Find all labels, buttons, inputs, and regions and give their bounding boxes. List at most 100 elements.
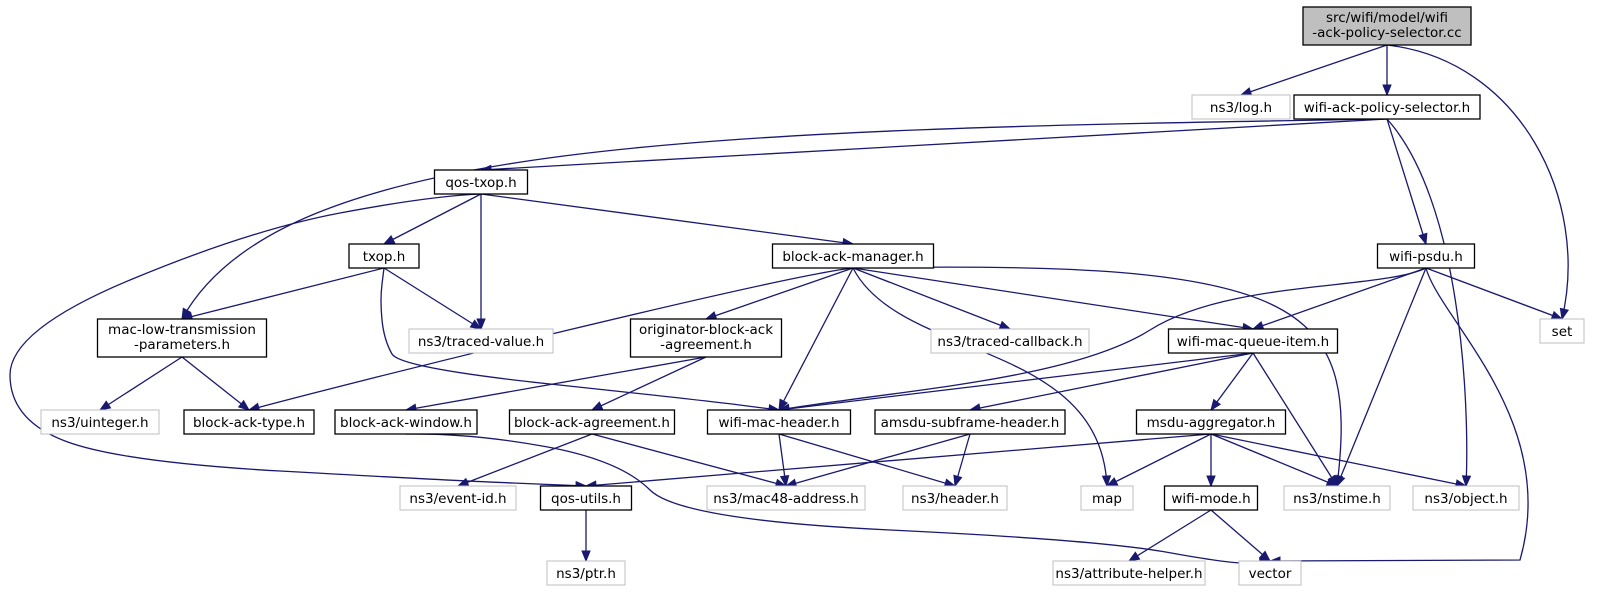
- node-qosutils[interactable]: qos-utils.h: [539, 485, 633, 511]
- node-baagr[interactable]: block-ack-agreement.h: [508, 409, 676, 435]
- node-label: wifi-mac-header.h: [718, 415, 839, 431]
- edge-qosutils-to-ptr: [581, 510, 591, 563]
- edge-line: [778, 267, 1427, 411]
- node-wmh[interactable]: wifi-mac-header.h: [706, 409, 852, 435]
- node-wmqi[interactable]: wifi-mac-queue-item.h: [1167, 328, 1339, 354]
- edge-root-to-log: [1239, 44, 1388, 97]
- node-label: ns3/log.h: [1210, 100, 1272, 116]
- node-box: [546, 560, 626, 586]
- node-txop[interactable]: txop.h: [348, 243, 420, 269]
- node-label: set: [1552, 324, 1573, 340]
- edge-line: [852, 267, 1011, 330]
- node-label: ns3/traced-callback.h: [937, 334, 1082, 350]
- node-batype[interactable]: block-ack-type.h: [183, 409, 315, 435]
- edge-wapsh-to-qostxop: [479, 118, 1388, 175]
- edge-obaa-to-baagr: [590, 356, 707, 411]
- node-psdu[interactable]: wifi-psdu.h: [1376, 243, 1476, 269]
- node-msdu[interactable]: msdu-aggregator.h: [1135, 409, 1287, 435]
- edge-line: [1210, 433, 1338, 487]
- edge-amsdu-to-mac48: [784, 433, 971, 488]
- arrow-head-icon: [382, 234, 396, 245]
- edge-psdu-to-wmqi: [1251, 267, 1427, 330]
- node-box: [629, 318, 783, 358]
- edge-line: [1128, 509, 1212, 562]
- arrow-head-icon: [1461, 475, 1472, 488]
- edge-amsdu-to-header: [953, 433, 971, 488]
- node-box: [706, 409, 852, 435]
- node-box: [1283, 485, 1391, 511]
- edge-line: [480, 118, 1388, 171]
- node-uint: ns3/uinteger.h: [40, 409, 160, 435]
- arrow-head-icon: [953, 474, 963, 488]
- edge-line: [785, 433, 971, 487]
- node-ptr: ns3/ptr.h: [546, 560, 626, 586]
- edge-qostxop-to-txop: [382, 193, 482, 245]
- node-map: map: [1080, 485, 1134, 511]
- edge-line: [591, 356, 707, 411]
- node-box: [1167, 328, 1339, 354]
- node-label: ns3/traced-value.h: [418, 334, 544, 350]
- edge-line: [99, 356, 183, 411]
- edges-layer: [9, 44, 1570, 567]
- node-bam[interactable]: block-ack-manager.h: [771, 243, 935, 269]
- edge-line: [969, 352, 1254, 411]
- node-box: [1238, 560, 1302, 586]
- node-bawin[interactable]: block-ack-window.h: [334, 409, 478, 435]
- node-amsdu[interactable]: amsdu-subframe-header.h: [874, 409, 1066, 435]
- edge-line: [1386, 118, 1427, 245]
- edge-wmode-to-attr: [1127, 509, 1212, 562]
- edge-line: [9, 193, 587, 487]
- edge-line: [852, 267, 1254, 330]
- edge-psdu-to-nstime: [1336, 267, 1427, 488]
- node-box: [771, 243, 935, 269]
- edge-wmqi-to-wmh: [777, 352, 1254, 414]
- node-box: [1080, 485, 1134, 511]
- edge-line: [778, 433, 956, 487]
- arrow-head-icon: [998, 320, 1012, 330]
- edge-line: [1240, 44, 1388, 96]
- node-box: [1052, 560, 1206, 586]
- arrow-head-icon: [590, 401, 604, 411]
- node-box: [874, 409, 1066, 435]
- node-box: [40, 409, 160, 435]
- node-root[interactable]: src/wifi/model/wifi-ack-policy-selector.…: [1302, 6, 1472, 46]
- node-label: block-ack-agreement.h: [514, 415, 670, 431]
- arrow-head-icon: [456, 477, 470, 487]
- node-box: [399, 485, 517, 511]
- edge-line: [1269, 267, 1529, 562]
- node-eventid: ns3/event-id.h: [399, 485, 517, 511]
- edge-line: [852, 267, 1108, 487]
- edge-root-to-wapsh: [1382, 45, 1392, 97]
- node-label: ns3/header.h: [911, 491, 999, 507]
- node-box: [96, 318, 268, 358]
- node-set: set: [1539, 318, 1585, 344]
- arrow-head-icon: [1382, 84, 1392, 97]
- arrow-head-icon: [476, 318, 486, 331]
- node-label: amsdu-subframe-header.h: [881, 415, 1060, 431]
- node-box: [1376, 243, 1476, 269]
- arrow-head-icon: [778, 398, 789, 412]
- node-box: [1163, 485, 1259, 511]
- edge-bam-to-obaa: [704, 267, 854, 321]
- edge-line: [778, 267, 854, 411]
- node-label: wifi-psdu.h: [1389, 249, 1463, 265]
- node-label: -parameters.h: [134, 337, 230, 353]
- edge-line: [383, 193, 482, 245]
- node-label: ns3/object.h: [1424, 491, 1507, 507]
- edge-line: [383, 267, 482, 330]
- edge-line: [457, 433, 593, 487]
- node-wapsh[interactable]: wifi-ack-policy-selector.h: [1293, 94, 1481, 120]
- node-wmode[interactable]: wifi-mode.h: [1163, 485, 1259, 511]
- node-label: map: [1092, 491, 1122, 507]
- node-obaa[interactable]: originator-block-ack-agreement.h: [629, 318, 783, 358]
- node-qostxop[interactable]: qos-txop.h: [433, 169, 529, 195]
- edge-bam-to-map: [852, 267, 1112, 488]
- node-mltp[interactable]: mac-low-transmission-parameters.h: [96, 318, 268, 358]
- node-label: ns3/ptr.h: [556, 566, 616, 582]
- node-box: [334, 409, 478, 435]
- edge-baagr-to-eventid: [456, 433, 593, 487]
- edge-line: [1252, 352, 1338, 487]
- arrow-head-icon: [779, 474, 790, 488]
- edge-mltp-to-batype: [181, 356, 251, 411]
- edge-line: [1210, 352, 1254, 411]
